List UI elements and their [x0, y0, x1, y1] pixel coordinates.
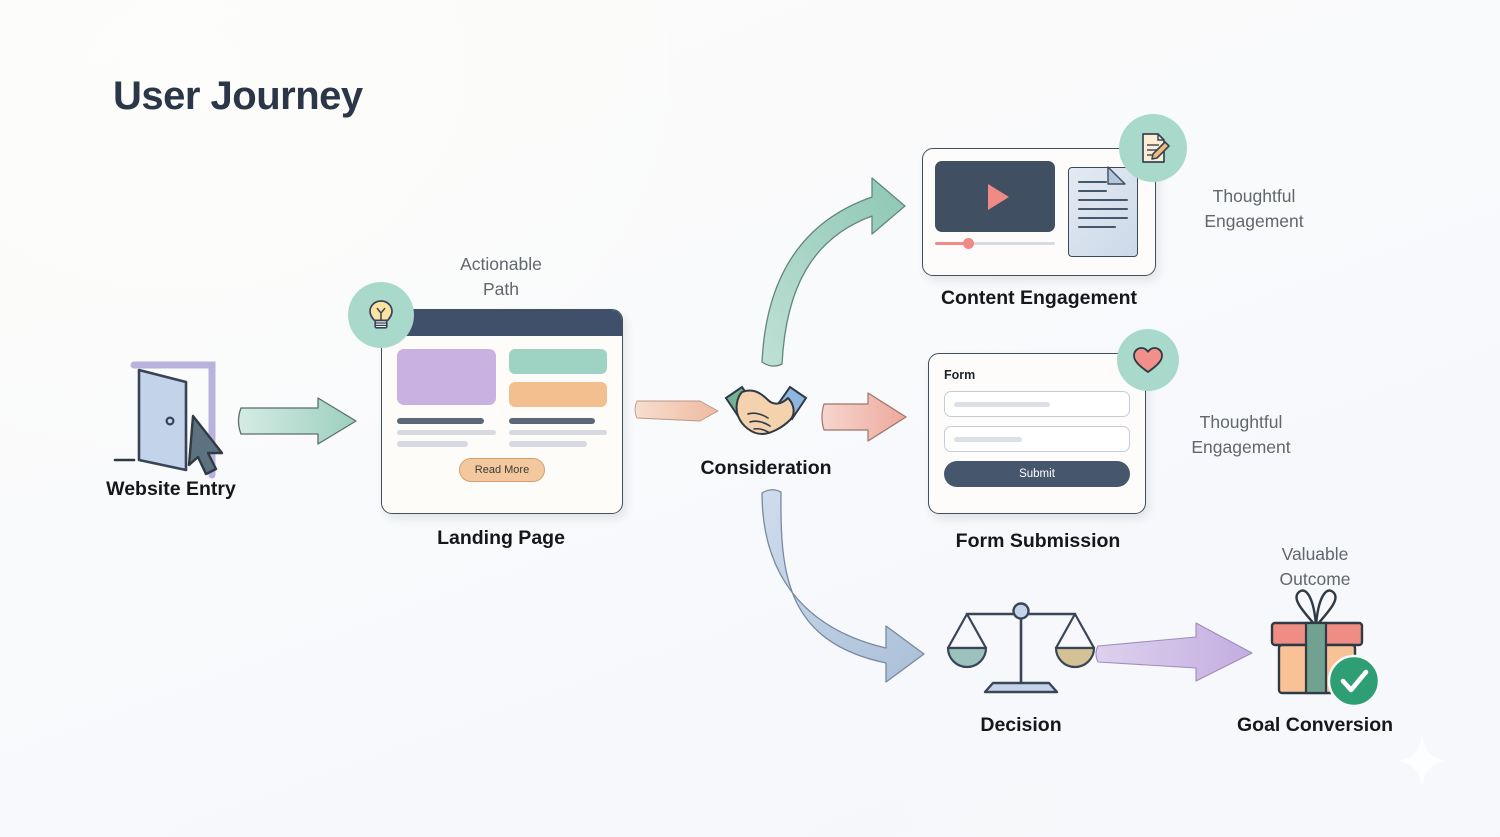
node-label-form-submission: Form Submission [955, 530, 1121, 552]
landing-hero-row [397, 349, 607, 407]
video-player[interactable] [935, 161, 1055, 263]
landing-hero-left [397, 349, 496, 407]
hero-block-teal [508, 349, 607, 374]
landing-page-card[interactable]: Read More [381, 309, 623, 514]
node-label-goal-conversion: Goal Conversion [1236, 714, 1394, 736]
open-door-icon [113, 361, 224, 479]
note-actionable-path-line1: Actionable [460, 254, 542, 274]
connector-consideration-to-form [821, 392, 907, 442]
form-submission-badge [1117, 329, 1179, 391]
doc-line [1078, 181, 1107, 183]
text-line [397, 418, 484, 424]
connector-entry-to-landing [237, 397, 357, 445]
note-actionable-path: Actionable Path [460, 252, 542, 302]
sparkle-icon [1398, 735, 1446, 787]
text-line [397, 429, 496, 435]
input-placeholder-bar [954, 401, 1051, 407]
text-column-right [508, 418, 607, 447]
content-engagement-card[interactable] [922, 148, 1156, 276]
content-engagement-badge [1119, 114, 1187, 182]
doc-line [1078, 199, 1128, 201]
note-form-submission: Thoughtful Engagement [1191, 410, 1290, 460]
landing-page-body: Read More [382, 336, 622, 482]
page-title: User Journey [113, 74, 363, 118]
browser-titlebar [382, 310, 622, 336]
read-more-button[interactable]: Read More [459, 457, 545, 482]
video-play-icon[interactable] [987, 183, 1009, 210]
node-label-content-engagement: Content Engagement [940, 287, 1138, 309]
hero-block-orange [508, 382, 607, 407]
text-line [508, 441, 588, 447]
note-content-line2: Engagement [1204, 210, 1304, 231]
video-progress-fill [935, 242, 967, 245]
connector-landing-to-consideration [634, 400, 719, 422]
note-valuable-outcome: Valuable Outcome [1280, 542, 1351, 592]
balance-scales-icon [946, 602, 1096, 694]
note-goal-line2: Outcome [1279, 568, 1351, 589]
video-progress-handle[interactable] [962, 238, 974, 249]
hero-image-placeholder [397, 349, 496, 405]
submit-button[interactable]: Submit [944, 461, 1130, 487]
text-line [508, 418, 596, 424]
landing-page-badge [348, 282, 414, 348]
gift-box-icon [1270, 589, 1381, 708]
form-input-1[interactable] [944, 391, 1130, 417]
note-form-line2: Engagement [1191, 436, 1291, 457]
doc-line [1078, 208, 1128, 210]
note-content-engagement: Thoughtful Engagement [1204, 184, 1303, 234]
text-line [508, 429, 607, 435]
video-thumbnail[interactable] [935, 161, 1055, 232]
form-submission-card[interactable]: Form Submit [928, 353, 1146, 514]
doc-line [1078, 226, 1116, 228]
note-content-line1: Thoughtful [1212, 186, 1296, 206]
input-placeholder-bar [954, 436, 1023, 442]
doc-line [1078, 190, 1107, 192]
node-label-consideration: Consideration [700, 457, 832, 479]
lightbulb-icon [369, 300, 393, 329]
text-line [397, 441, 468, 447]
note-pencil-icon [1142, 133, 1170, 163]
connector-decision-to-goal [1095, 622, 1253, 682]
form-input-2[interactable] [944, 426, 1130, 452]
node-label-landing-page: Landing Page [437, 527, 565, 549]
note-actionable-path-line2: Path [482, 278, 519, 299]
video-progress-bar[interactable] [935, 238, 1055, 249]
connector-consideration-to-decision [761, 489, 925, 683]
landing-hero-right [508, 349, 607, 407]
landing-text-rows [397, 418, 607, 447]
node-label-decision: Decision [980, 714, 1062, 736]
handshake-icon [724, 385, 808, 435]
check-circle-icon [1327, 654, 1381, 708]
document-icon [1068, 167, 1138, 257]
form-title: Form [944, 368, 976, 382]
connector-consideration-to-content [761, 177, 906, 367]
node-label-website-entry: Website Entry [106, 478, 236, 500]
note-goal-line1: Valuable [1281, 544, 1349, 564]
note-form-line1: Thoughtful [1199, 412, 1283, 432]
doc-line [1078, 217, 1128, 219]
text-column-left [397, 418, 496, 447]
heart-icon [1133, 347, 1163, 373]
